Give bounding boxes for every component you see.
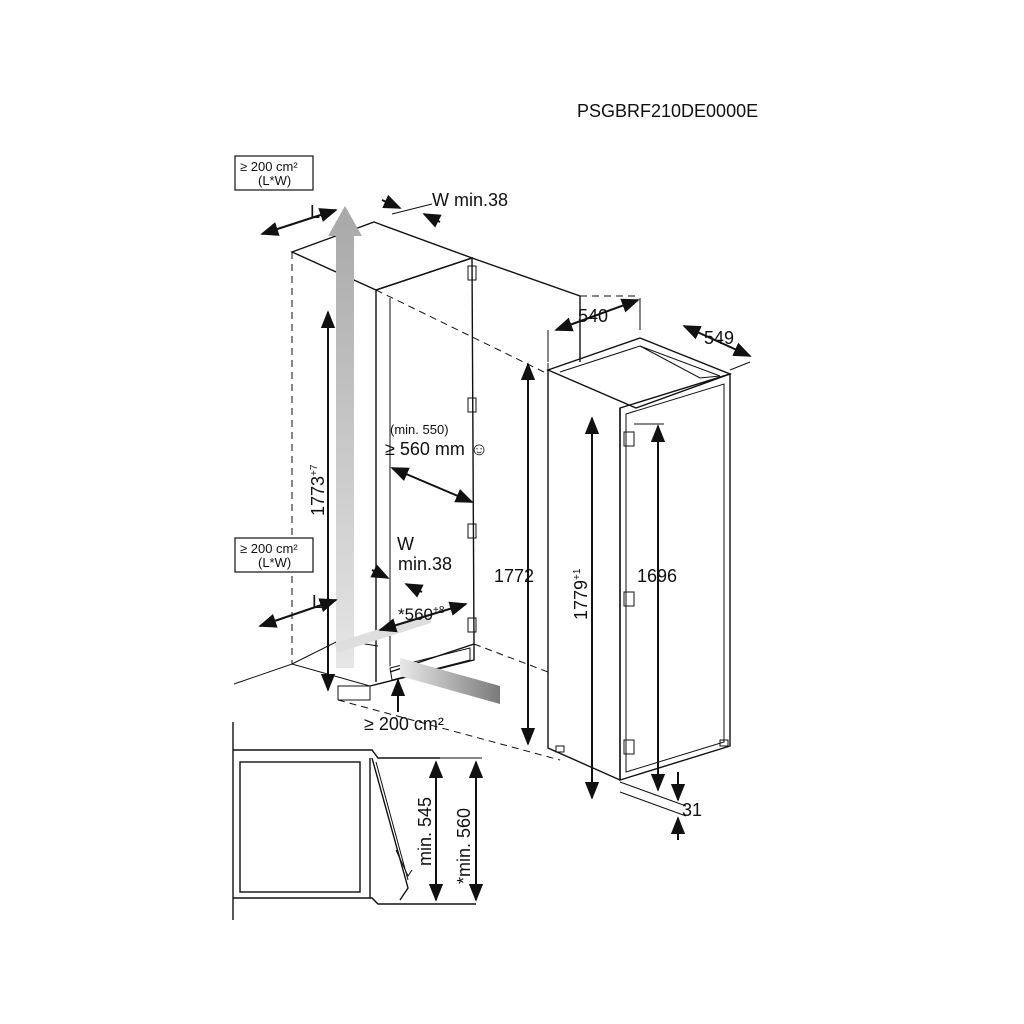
vent-mid-formula: (L*W) <box>258 555 291 570</box>
niche-depth-dim: (min. 550) ≥ 560 mm ☺ <box>385 422 488 503</box>
appliance-width: 549 <box>704 328 734 348</box>
vent-top-l: L <box>310 202 320 222</box>
vent-bottom: ≥ 200 cm² <box>364 678 444 734</box>
side-min-depth-star: *min. 560 <box>454 808 474 884</box>
plinth-dim: 31 <box>619 772 702 840</box>
vent-mid-area: ≥ 200 cm² <box>240 541 298 556</box>
niche-depth-note: (min. 550) <box>390 422 449 437</box>
niche-height: 1773+7 <box>308 464 328 516</box>
vent-top-box: ≥ 200 cm² (L*W) <box>234 155 314 191</box>
appliance-height-outer-dim: 1772 <box>494 362 536 746</box>
vent-top-formula: (L*W) <box>258 173 291 188</box>
appliance-height-total: 1779+1 <box>571 568 591 620</box>
vent-top-w: W min.38 <box>432 190 508 210</box>
appliance-height-outer: 1772 <box>494 566 534 586</box>
niche-width: *560+8 <box>398 605 445 624</box>
niche-width-dim: *560+8 <box>378 601 468 633</box>
appliance-outline <box>546 337 732 781</box>
projection-lines <box>337 289 640 761</box>
side-min-depth: min. 545 <box>415 797 435 866</box>
side-section: min. 545 *min. 560 <box>232 722 484 920</box>
vent-top-area: ≥ 200 cm² <box>240 159 298 174</box>
vent-mid-w: W <box>397 534 414 554</box>
niche-height-dim: 1773+7 <box>308 310 336 692</box>
plinth-offset: 31 <box>682 800 702 820</box>
vent-mid-dims: L W min.38 <box>258 534 452 628</box>
vent-mid-l: L <box>312 592 322 612</box>
door-height-dim: 1696 <box>634 423 677 792</box>
door-height: 1696 <box>637 566 677 586</box>
appliance-depth: 540 <box>578 306 608 326</box>
vent-top-dims: L W min.38 <box>260 190 508 236</box>
vent-mid-w-min: min.38 <box>398 554 452 574</box>
model-code: PSGBRF210DE0000E <box>577 101 758 121</box>
appliance-height-total-dim: 1779+1 <box>571 416 600 800</box>
niche-depth: ≥ 560 mm ☺ <box>385 439 488 459</box>
appliance-depth-dim: 540 <box>547 298 641 362</box>
vent-mid-box: ≥ 200 cm² (L*W) <box>234 537 314 573</box>
vent-bottom-area: ≥ 200 cm² <box>364 714 444 734</box>
appliance-width-dim: 549 <box>682 325 752 371</box>
